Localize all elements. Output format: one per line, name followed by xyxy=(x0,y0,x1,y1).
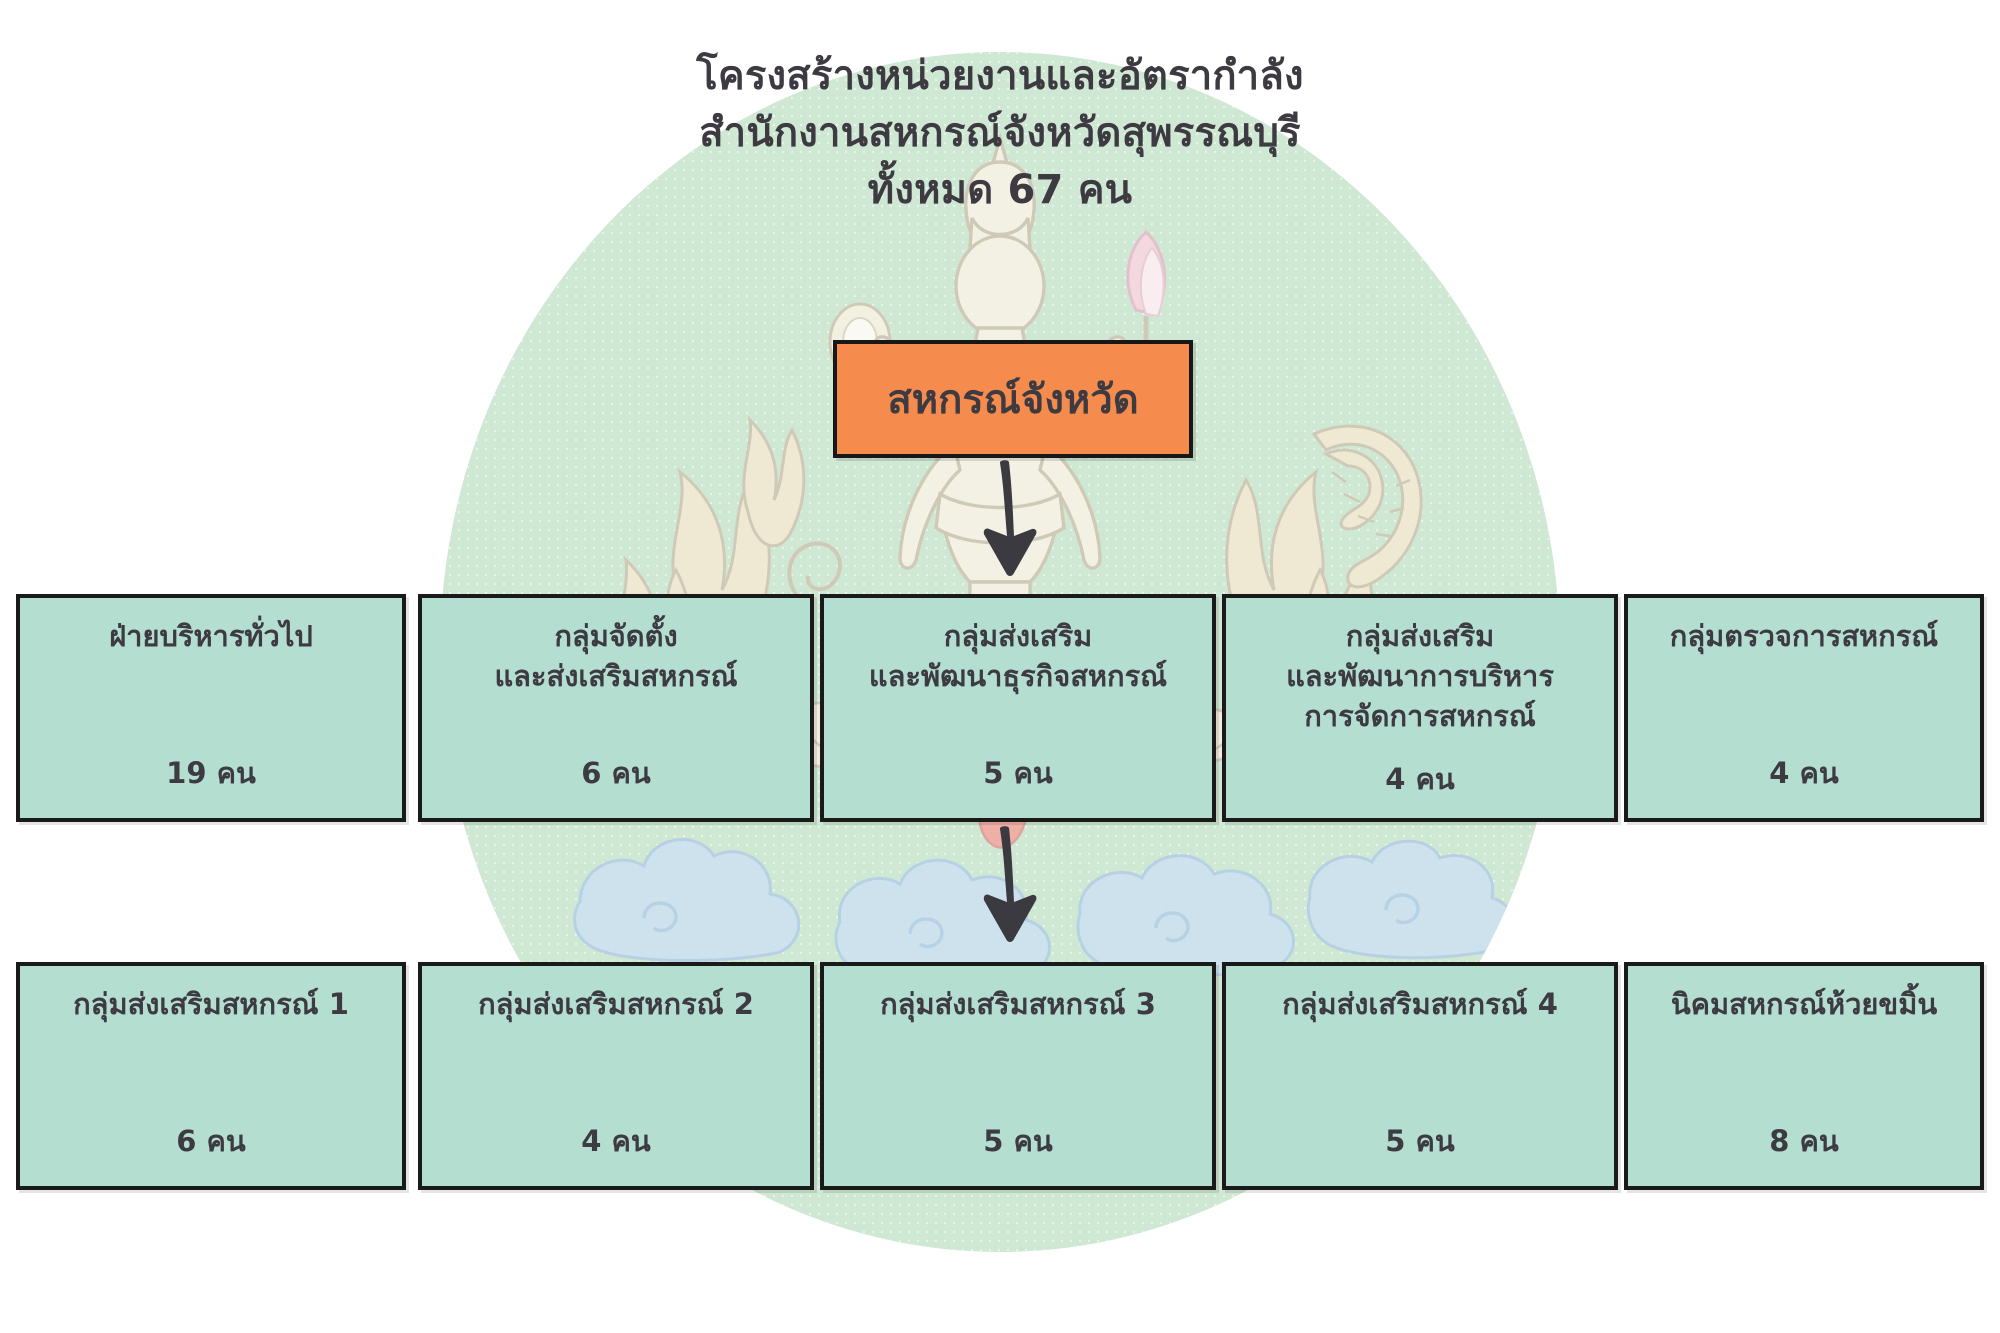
box-title-line: กลุ่มส่งเสริมสหกรณ์ 4 xyxy=(1282,987,1558,1021)
arrow-root-to-row1 xyxy=(962,460,1058,580)
box-title: กลุ่มส่งเสริมสหกรณ์ 4 xyxy=(1236,984,1604,1024)
box-business-development[interactable]: กลุ่มส่งเสริม และพัฒนาธุรกิจสหกรณ์ 5 คน xyxy=(820,594,1216,822)
box-title: กลุ่มจัดตั้ง และส่งเสริมสหกรณ์ xyxy=(432,616,800,696)
node-title: สหกรณ์จังหวัด xyxy=(887,377,1139,423)
box-title: นิคมสหกรณ์ห้วยขมิ้น xyxy=(1638,984,1970,1024)
box-headcount: 4 คน xyxy=(581,1124,651,1158)
chart-title-block: โครงสร้างหน่วยงานและอัตรากำลัง สำนักงานส… xyxy=(0,48,2000,218)
box-headcount: 5 คน xyxy=(1385,1124,1455,1158)
box-title-line: และส่งเสริมสหกรณ์ xyxy=(494,659,738,694)
title-line-3-total: ทั้งหมด 67 คน xyxy=(867,166,1133,213)
box-headcount: 19 คน xyxy=(166,756,256,790)
box-title-line: กลุ่มส่งเสริมสหกรณ์ 2 xyxy=(478,987,754,1021)
box-title: กลุ่มส่งเสริม และพัฒนาการบริหาร การจัดกา… xyxy=(1236,616,1604,736)
box-headcount: 5 คน xyxy=(983,756,1053,790)
arrow-row1-to-row2 xyxy=(962,826,1058,946)
box-title: กลุ่มส่งเสริม และพัฒนาธุรกิจสหกรณ์ xyxy=(834,616,1202,696)
box-title: กลุ่มส่งเสริมสหกรณ์ 2 xyxy=(432,984,800,1024)
box-title-line: กลุ่มจัดตั้ง xyxy=(554,619,678,653)
box-title-line: กลุ่มส่งเสริม xyxy=(943,619,1093,653)
title-line-2: สำนักงานสหกรณ์จังหวัดสุพรรณบุรี xyxy=(699,109,1301,156)
box-title: กลุ่มส่งเสริมสหกรณ์ 1 xyxy=(30,984,392,1024)
box-promotion-group-3[interactable]: กลุ่มส่งเสริมสหกรณ์ 3 5 คน xyxy=(820,962,1216,1190)
box-title-line: นิคมสหกรณ์ห้วยขมิ้น xyxy=(1670,987,1938,1021)
box-title-line: การจัดการสหกรณ์ xyxy=(1304,699,1536,734)
box-title: กลุ่มตรวจการสหกรณ์ xyxy=(1638,616,1970,656)
box-management-development[interactable]: กลุ่มส่งเสริม และพัฒนาการบริหาร การจัดกา… xyxy=(1222,594,1618,822)
box-title: ฝ่ายบริหารทั่วไป xyxy=(30,616,392,656)
title-line-1: โครงสร้างหน่วยงานและอัตรากำลัง xyxy=(696,53,1304,99)
box-title-line: กลุ่มตรวจการสหกรณ์ xyxy=(1669,619,1939,653)
box-title-line: กลุ่มส่งเสริมสหกรณ์ 3 xyxy=(880,987,1156,1021)
box-promotion-group-4[interactable]: กลุ่มส่งเสริมสหกรณ์ 4 5 คน xyxy=(1222,962,1618,1190)
box-headcount: 5 คน xyxy=(983,1124,1053,1158)
box-title-line: ฝ่ายบริหารทั่วไป xyxy=(109,619,313,653)
box-title: กลุ่มส่งเสริมสหกรณ์ 3 xyxy=(834,984,1202,1024)
box-title-line: และพัฒนาการบริหาร xyxy=(1286,659,1554,694)
box-title-line: กลุ่มส่งเสริม xyxy=(1345,619,1495,653)
box-headcount: 8 คน xyxy=(1769,1124,1839,1158)
box-headcount: 6 คน xyxy=(581,756,651,790)
box-cooperative-audit[interactable]: กลุ่มตรวจการสหกรณ์ 4 คน xyxy=(1624,594,1984,822)
box-promotion-group-2[interactable]: กลุ่มส่งเสริมสหกรณ์ 2 4 คน xyxy=(418,962,814,1190)
box-general-administration[interactable]: ฝ่ายบริหารทั่วไป 19 คน xyxy=(16,594,406,822)
box-establishment-and-promotion[interactable]: กลุ่มจัดตั้ง และส่งเสริมสหกรณ์ 6 คน xyxy=(418,594,814,822)
box-promotion-group-1[interactable]: กลุ่มส่งเสริมสหกรณ์ 1 6 คน xyxy=(16,962,406,1190)
box-headcount: 4 คน xyxy=(1385,762,1455,796)
box-headcount: 4 คน xyxy=(1769,756,1839,790)
box-title-line: และพัฒนาธุรกิจสหกรณ์ xyxy=(868,659,1168,694)
node-provincial-cooperative-officer[interactable]: สหกรณ์จังหวัด xyxy=(833,340,1193,458)
box-huai-khamin-settlement[interactable]: นิคมสหกรณ์ห้วยขมิ้น 8 คน xyxy=(1624,962,1984,1190)
box-headcount: 6 คน xyxy=(176,1124,246,1158)
box-title-line: กลุ่มส่งเสริมสหกรณ์ 1 xyxy=(73,987,349,1021)
